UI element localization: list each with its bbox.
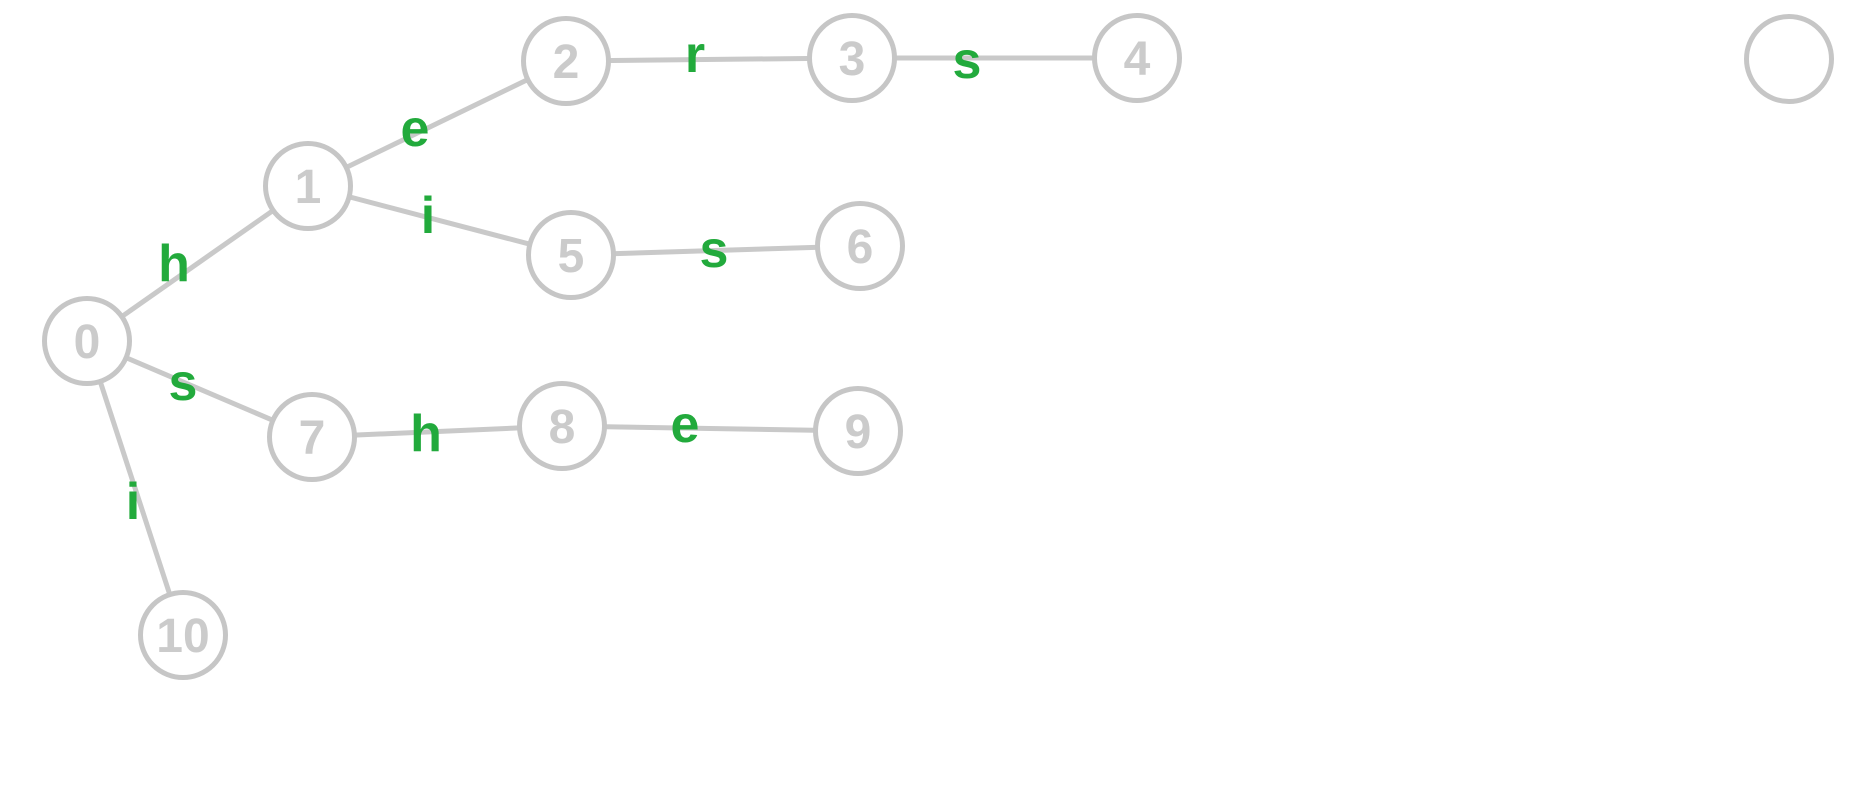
node-3: [807, 13, 897, 103]
node-6: [815, 201, 905, 291]
node-label-9: 9: [845, 406, 872, 459]
node-label-0: 0: [74, 316, 101, 369]
node-label-5: 5: [558, 230, 585, 283]
edge-label-r-2-3: r: [685, 26, 705, 84]
node-label-4: 4: [1124, 33, 1151, 86]
node-label-1: 1: [295, 161, 322, 214]
edge-label-e-1-2: e: [401, 100, 430, 158]
edge-label-i-0-10: i: [126, 473, 140, 531]
edge-label-h-7-8: h: [410, 405, 442, 463]
node-9: [813, 386, 903, 476]
edge-0-10: [84, 340, 186, 636]
node-0: [42, 296, 132, 386]
edge-label-s-0-7: s: [169, 354, 198, 412]
edge-label-s-3-4: s: [953, 32, 982, 90]
node-7: [267, 392, 357, 482]
edge-8-9: [561, 423, 859, 434]
node-10: [138, 590, 228, 680]
edge-1-2: [306, 58, 568, 189]
node-5: [526, 210, 616, 300]
edge-label-s-5-6: s: [700, 221, 729, 279]
node-label-3: 3: [839, 33, 866, 86]
node-2: [521, 16, 611, 106]
node-empty: [1744, 14, 1834, 104]
node-8: [517, 381, 607, 471]
edge-1-5: [307, 183, 572, 258]
edge-2-3: [565, 55, 853, 64]
node-label-6: 6: [847, 221, 874, 274]
edge-label-i-1-5: i: [421, 187, 435, 245]
node-label-10: 10: [156, 610, 209, 663]
node-label-7: 7: [299, 412, 326, 465]
edge-label-h-0-1: h: [158, 235, 190, 293]
node-label-2: 2: [553, 36, 580, 89]
edge-5-6: [570, 243, 861, 258]
edge-label-e-8-9: e: [671, 396, 700, 454]
node-4: [1092, 13, 1182, 103]
node-1: [263, 141, 353, 231]
node-label-8: 8: [549, 401, 576, 454]
